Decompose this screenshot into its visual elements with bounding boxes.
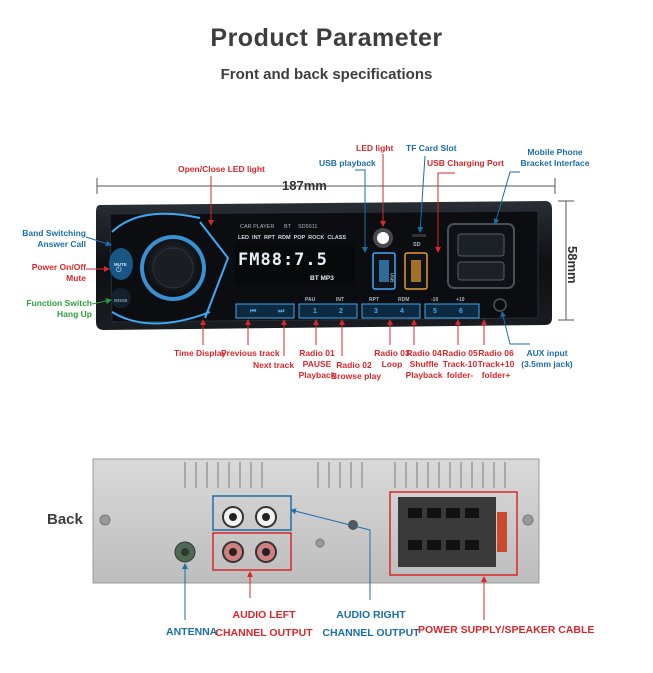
- label-mobile-phone-line2: Bracket Interface: [520, 158, 590, 168]
- label-aux-input-line2: (3.5mm jack): [521, 359, 573, 369]
- height-dimension: 58mm: [565, 246, 580, 284]
- btn-label-pau: PAU: [305, 297, 316, 303]
- label-radio04-line3: Playback: [405, 370, 443, 380]
- label-radio05: Radio 05 Track-10 folder-: [440, 348, 480, 381]
- label-mobile-phone: Mobile Phone Bracket Interface: [515, 147, 595, 169]
- label-time-display: Time Display: [174, 348, 227, 358]
- label-radio05-line3: folder-: [446, 370, 474, 380]
- label-function-switch-line1: Function Switch: [26, 298, 92, 308]
- label-power-line1: Power On/Off: [31, 262, 86, 272]
- device-model: SD5611: [298, 224, 318, 230]
- label-audio-left-line2: CHANNEL OUTPUT: [215, 627, 313, 639]
- label-tf-card-slot: TF Card Slot: [406, 143, 457, 153]
- label-radio04-line2: Shuffle: [409, 359, 439, 369]
- label-radio06-line1: Radio 06: [478, 348, 514, 358]
- label-audio-right: AUDIO RIGHT CHANNEL OUTPUT: [321, 606, 421, 642]
- label-radio06-line3: folder+: [481, 370, 511, 380]
- label-radio01: Radio 01 PAUSE Playback: [295, 348, 339, 381]
- preset-button-1[interactable]: 1: [313, 308, 317, 315]
- label-usb-charging-port: USB Charging Port: [427, 158, 504, 168]
- prev-track-button[interactable]: ⏮: [250, 308, 257, 315]
- svg-text:⏻: ⏻: [116, 266, 122, 274]
- label-previous-track: Previous track: [221, 348, 280, 358]
- label-led-light: LED light: [356, 143, 394, 153]
- label-aux-input: AUX input (3.5mm jack): [514, 348, 580, 370]
- device-sd-label: SD: [413, 242, 421, 248]
- label-audio-right-line2: CHANNEL OUTPUT: [322, 627, 420, 639]
- label-audio-left: AUDIO LEFT CHANNEL OUTPUT: [214, 606, 314, 642]
- label-radio04-line1: Radio 04: [406, 348, 442, 358]
- label-radio01-line3: Playback: [298, 370, 336, 380]
- label-radio01-line2: PAUSE: [302, 359, 332, 369]
- device-usb-label: USB: [389, 272, 395, 283]
- label-aux-input-line1: AUX input: [526, 348, 568, 358]
- preset-button-6[interactable]: 6: [459, 308, 463, 315]
- device-mute-label: MUTE: [114, 262, 127, 267]
- btn-label-rdm: RDM: [398, 297, 410, 303]
- preset-button-3[interactable]: 3: [374, 308, 378, 315]
- device-mode-indicators: LED INT RPT RDM POP ROCK CLASS: [238, 235, 347, 241]
- device-brand: CAR PLAYER: [240, 224, 275, 230]
- label-audio-left-line1: AUDIO LEFT: [232, 609, 296, 621]
- label-function-switch: Function Switch Hang Up: [14, 298, 92, 320]
- label-radio01-line1: Radio 01: [299, 348, 335, 358]
- label-band-switching-line1: Band Switching: [22, 228, 86, 238]
- device-bt-mp3: BT MP3: [310, 275, 334, 282]
- preset-button-5[interactable]: 5: [433, 308, 437, 315]
- label-radio02: Radio 02 Browse play: [331, 360, 382, 382]
- label-power-line2: Mute: [66, 273, 86, 283]
- label-function-switch-line2: Hang Up: [57, 309, 92, 319]
- preset-button-4[interactable]: 4: [400, 308, 404, 315]
- label-usb-playback: USB playback: [319, 158, 376, 168]
- label-radio06: Radio 06 Track+10 folder+: [474, 348, 518, 381]
- device-bt-label: BT: [284, 224, 292, 230]
- label-radio05-line2: Track-10: [442, 359, 478, 369]
- page-subtitle: Front and back specifications: [220, 66, 433, 83]
- label-power-speaker-cable: POWER SUPPLY/SPEAKER CABLE: [418, 624, 595, 636]
- btn-label-plus10: +10: [456, 297, 465, 303]
- label-radio02-line2: Browse play: [331, 371, 382, 381]
- label-power: Power On/Off Mute: [14, 262, 86, 284]
- page-title: Product Parameter: [210, 24, 443, 52]
- label-radio05-line1: Radio 05: [442, 348, 478, 358]
- back-panel: [92, 458, 540, 584]
- btn-label-rpt: RPT: [369, 297, 379, 303]
- label-radio06-line2: Track+10: [477, 359, 515, 369]
- width-dimension: 187mm: [282, 178, 327, 193]
- label-radio04: Radio 04 Shuffle Playback: [404, 348, 444, 381]
- label-band-switching: Band Switching Answer Call: [14, 228, 86, 250]
- device-mode-label: MODE: [114, 298, 128, 303]
- label-radio02-line1: Radio 02: [336, 360, 372, 370]
- label-radio03: Radio 03 Loop: [372, 348, 412, 370]
- front-panel: ⏻: [96, 201, 552, 330]
- label-antenna: ANTENNA: [166, 626, 218, 638]
- label-mobile-phone-line1: Mobile Phone: [527, 147, 583, 157]
- label-band-switching-line2: Answer Call: [37, 239, 86, 249]
- btn-label-minus10: -10: [431, 297, 439, 303]
- label-radio03-line2: Loop: [381, 359, 403, 369]
- label-radio03-line1: Radio 03: [374, 348, 410, 358]
- device-display-readout: FM88:7.5: [238, 250, 328, 270]
- label-audio-right-line1: AUDIO RIGHT: [336, 609, 406, 621]
- btn-label-int: INT: [336, 297, 345, 303]
- label-open-close-led: Open/Close LED light: [178, 164, 265, 174]
- label-back: Back: [47, 511, 83, 528]
- preset-button-2[interactable]: 2: [339, 308, 343, 315]
- label-next-track: Next track: [253, 360, 295, 370]
- next-track-button[interactable]: ⏭: [278, 308, 285, 315]
